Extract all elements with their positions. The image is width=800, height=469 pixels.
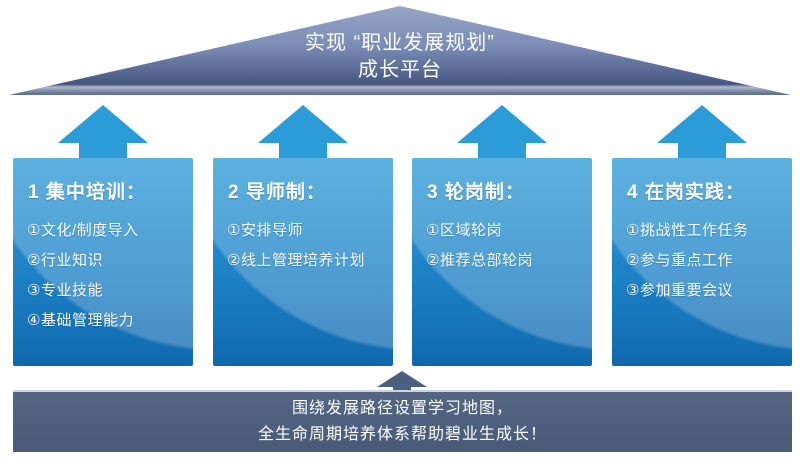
pillar-column-4: 4 在岗实践： ①挑战性工作任务 ②参与重点工作 ③参加重要会议 xyxy=(612,105,792,366)
footer-line1: 围绕发展路径设置学习地图， xyxy=(291,400,513,417)
pillar-item-list: ①文化/制度导入 ②行业知识 ③专业技能 ④基础管理能力 xyxy=(13,204,193,336)
pillar-item-list: ①安排导师 ②线上管理培养计划 xyxy=(213,204,393,276)
pillar-title: 3 轮岗制： xyxy=(427,182,525,203)
pillar-column-3: 3 轮岗制： ①区域轮岗 ②推荐总部轮岗 xyxy=(412,105,592,366)
pillar-item: ①挑战性工作任务 xyxy=(626,222,749,239)
pillar-item: ②参与重点工作 xyxy=(626,252,733,269)
pillar-title: 4 在岗实践： xyxy=(627,182,745,203)
pillar-item: ①安排导师 xyxy=(227,222,303,239)
up-arrow-icon xyxy=(457,105,547,158)
pillar-box-2: 2 导师制： ①安排导师 ②线上管理培养计划 xyxy=(213,158,393,366)
pillar-column-2: 2 导师制： ①安排导师 ②线上管理培养计划 xyxy=(213,105,393,366)
pillar-item-list: ①区域轮岗 ②推荐总部轮岗 xyxy=(412,204,592,276)
pillar-item: ②推荐总部轮岗 xyxy=(426,252,533,269)
pillar-item: ③专业技能 xyxy=(27,282,103,299)
up-arrow-icon xyxy=(258,105,348,158)
roof-caption: 实现 “职业发展规划” 成长平台 xyxy=(0,30,800,84)
pillar-item: ④基础管理能力 xyxy=(27,312,134,329)
pillar-item: ③参加重要会议 xyxy=(626,282,733,299)
pillar-item: ②线上管理培养计划 xyxy=(227,252,365,269)
small-up-arrow-icon xyxy=(377,371,427,391)
footer-banner: 围绕发展路径设置学习地图， 全生命周期培养体系帮助碧业生成长！ xyxy=(13,390,792,452)
pillar-item: ②行业知识 xyxy=(27,252,103,269)
pillar-item: ①区域轮岗 xyxy=(426,222,502,239)
pillar-item-list: ①挑战性工作任务 ②参与重点工作 ③参加重要会议 xyxy=(612,204,792,306)
up-arrow-icon xyxy=(58,105,148,158)
pillar-item: ①文化/制度导入 xyxy=(27,222,139,239)
up-arrow-icon xyxy=(657,105,747,158)
pillar-box-3: 3 轮岗制： ①区域轮岗 ②推荐总部轮岗 xyxy=(412,158,592,366)
roof-caption-line1: 实现 “职业发展规划” xyxy=(305,32,495,54)
pillar-title: 2 导师制： xyxy=(228,182,326,203)
pillar-box-1: 1 集中培训： ①文化/制度导入 ②行业知识 ③专业技能 ④基础管理能力 xyxy=(13,158,193,366)
roof-caption-line2: 成长平台 xyxy=(358,59,442,81)
footer-line2: 全生命周期培养体系帮助碧业生成长！ xyxy=(257,426,547,443)
pillar-title: 1 集中培训： xyxy=(28,182,146,203)
roof-triangle-shape xyxy=(9,6,791,95)
pillar-box-4: 4 在岗实践： ①挑战性工作任务 ②参与重点工作 ③参加重要会议 xyxy=(612,158,792,366)
pillar-column-1: 1 集中培训： ①文化/制度导入 ②行业知识 ③专业技能 ④基础管理能力 xyxy=(13,105,193,366)
